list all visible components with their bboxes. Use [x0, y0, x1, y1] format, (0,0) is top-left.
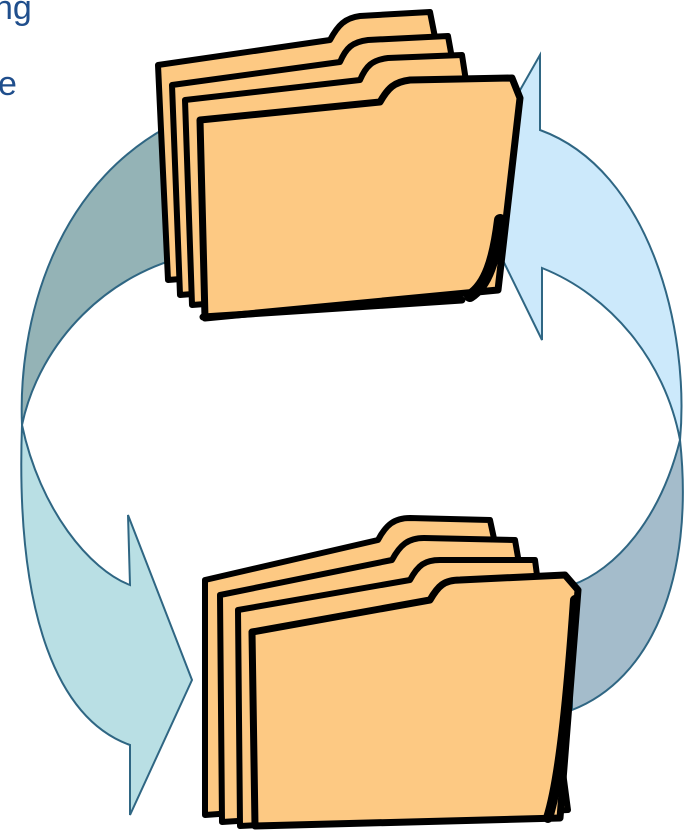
right-arrow-lower-band — [572, 440, 683, 710]
bottom-folder-stack-icon — [205, 518, 578, 826]
text-fragment-top: ng — [0, 0, 32, 28]
left-arrow-lower-band — [21, 425, 192, 815]
top-folder-front — [200, 78, 520, 318]
top-folder-stack-icon — [158, 12, 520, 318]
text-fragment-second: e — [0, 64, 17, 104]
